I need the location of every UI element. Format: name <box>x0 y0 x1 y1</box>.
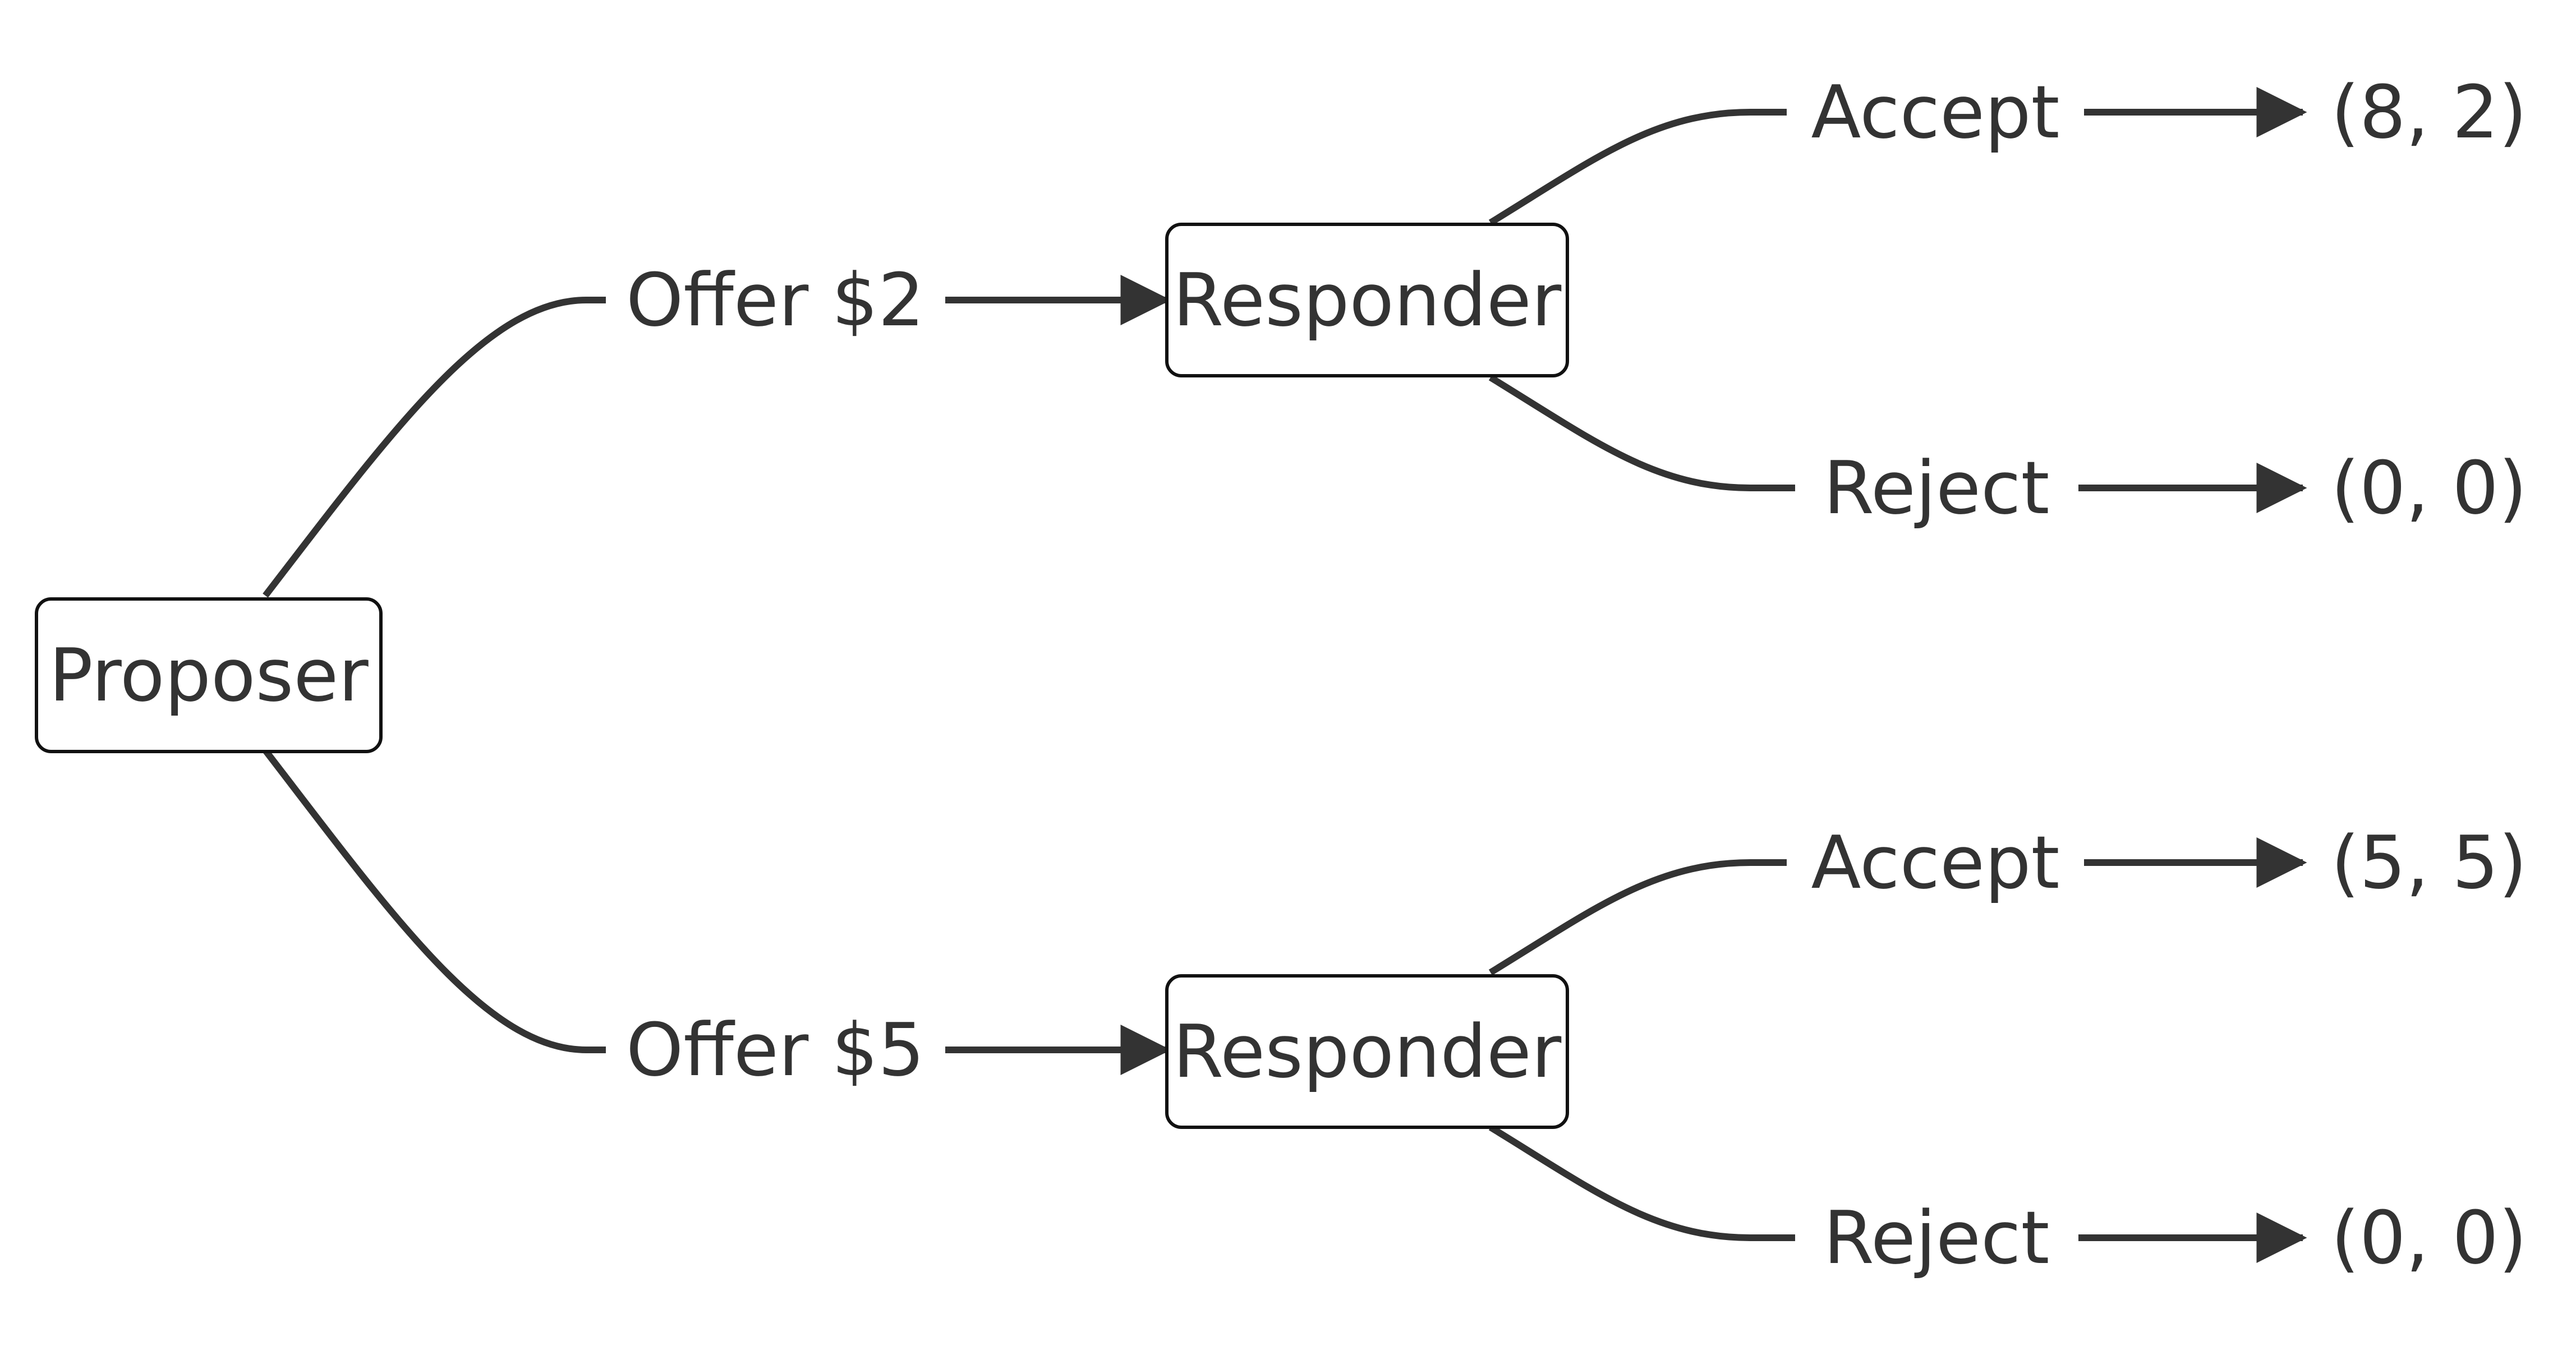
reject-label-offer-5: Reject <box>1823 1195 2049 1280</box>
accept-label-offer-5: Accept <box>1811 820 2059 905</box>
responder-label-offer-2: Responder <box>1173 257 1562 343</box>
reject-label-offer-2: Reject <box>1823 445 2049 531</box>
offer-5-label: Offer $5 <box>626 1007 924 1093</box>
responder-box-offer-2 <box>1165 223 1569 377</box>
offer-2-label: Offer $2 <box>626 257 924 343</box>
responder-label-offer-5: Responder <box>1173 1009 1562 1094</box>
proposer-node: Proposer <box>35 597 383 753</box>
payoff-0-0-top: (0, 0) <box>2331 445 2527 531</box>
accept-label-offer-2: Accept <box>1811 70 2059 155</box>
payoff-8-2: (8, 2) <box>2331 70 2527 155</box>
edge-proposer-to-offer-5 <box>263 748 606 1053</box>
edge-responder-5-to-reject <box>1488 1124 1795 1241</box>
payoff-0-0-bottom: (0, 0) <box>2331 1195 2527 1280</box>
responder-node-offer-5: Responder <box>1165 974 1569 1129</box>
proposer-label: Proposer <box>49 633 369 718</box>
edge-proposer-to-offer-2 <box>263 297 606 598</box>
payoff-5-5: (5, 5) <box>2331 820 2527 905</box>
proposer-box <box>35 597 383 753</box>
edge-responder-2-to-accept <box>1488 109 1787 226</box>
responder-node-offer-2: Responder <box>1165 223 1569 377</box>
edge-responder-5-to-accept <box>1488 859 1787 976</box>
edge-responder-2-to-reject <box>1488 374 1795 491</box>
responder-box-offer-5 <box>1165 974 1569 1129</box>
